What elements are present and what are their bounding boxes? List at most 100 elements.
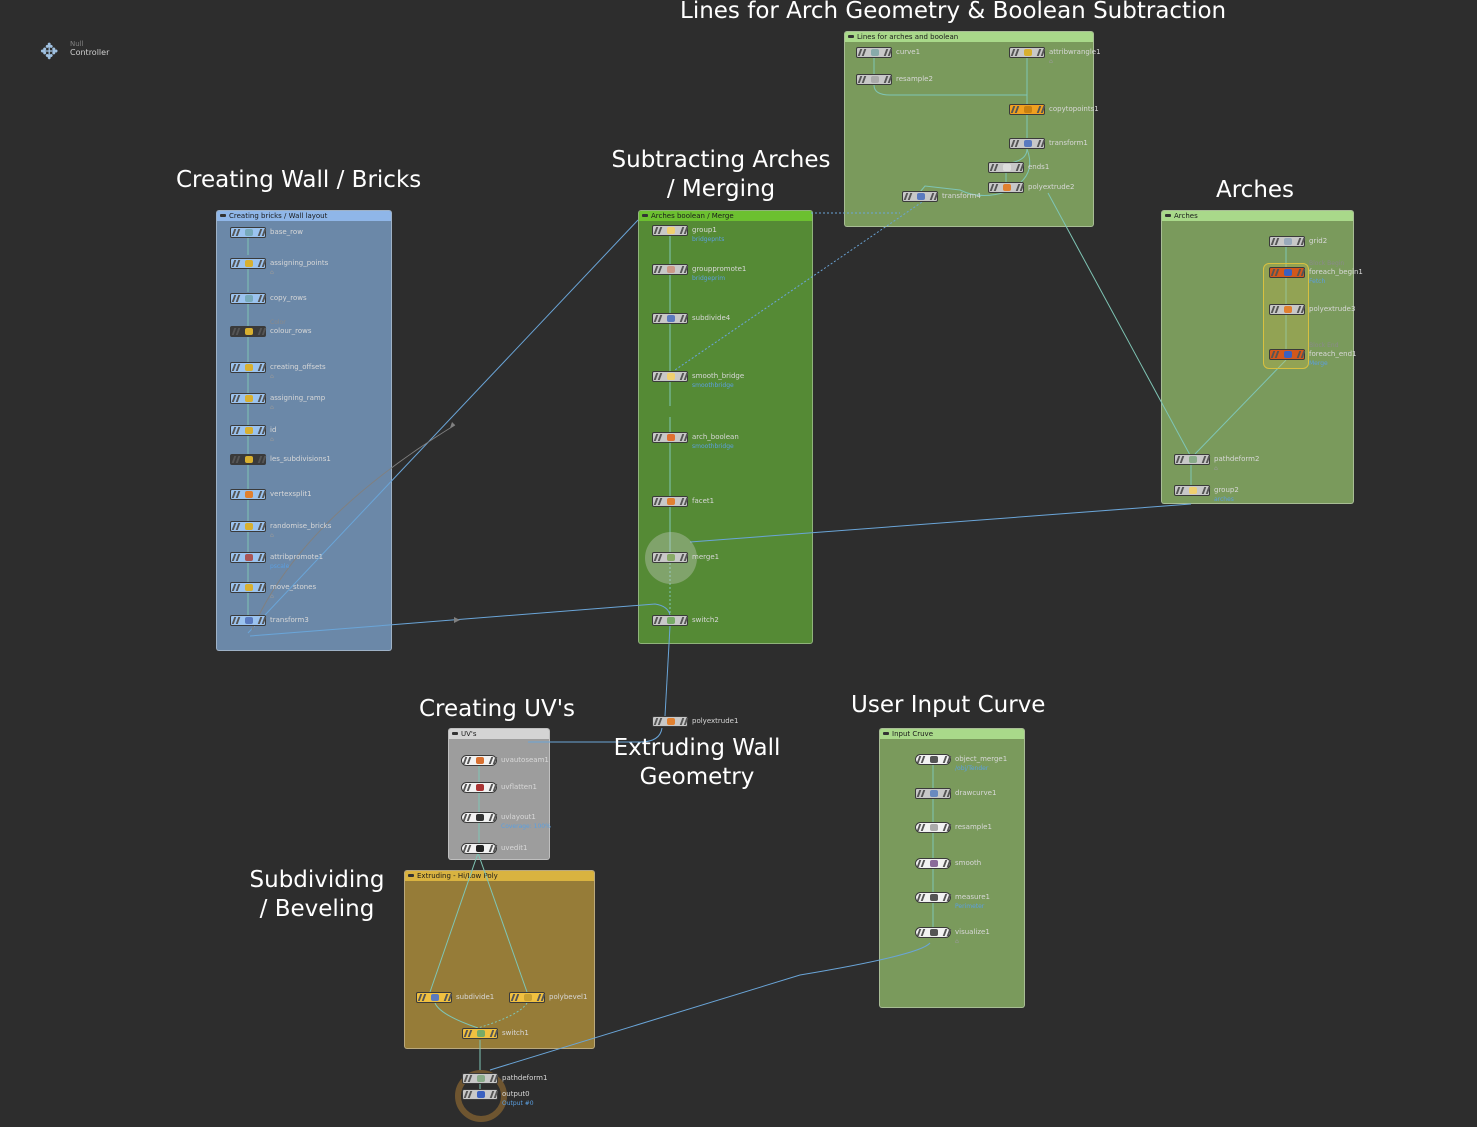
- node-body[interactable]: [461, 755, 498, 766]
- node-body[interactable]: [915, 788, 952, 799]
- node-flag-stripe[interactable]: [540, 994, 546, 1001]
- node-flag-stripe[interactable]: [235, 328, 241, 335]
- node-flag-stripe[interactable]: [1179, 456, 1185, 463]
- node-flag-stripe[interactable]: [1205, 456, 1211, 463]
- node-info-icon[interactable]: ⌂: [1214, 465, 1218, 472]
- node-body[interactable]: [915, 822, 952, 833]
- node-flag-stripe[interactable]: [235, 229, 241, 236]
- sticky-arches[interactable]: Arches: [1216, 176, 1294, 205]
- sticky-creating-wall[interactable]: Creating Wall / Bricks: [176, 166, 421, 195]
- network-box-input[interactable]: Input Cruve: [879, 728, 1025, 1008]
- node-body[interactable]: [652, 264, 689, 275]
- node-body[interactable]: [902, 191, 939, 202]
- node-flag-stripe[interactable]: [887, 49, 893, 56]
- node-info-icon[interactable]: ⌂: [1049, 58, 1053, 65]
- node-flag-stripe[interactable]: [1040, 49, 1046, 56]
- node-flag-stripe[interactable]: [907, 193, 913, 200]
- node-body[interactable]: [1269, 236, 1306, 247]
- node-flag-stripe[interactable]: [261, 295, 267, 302]
- node-body[interactable]: [1269, 304, 1306, 315]
- node-flag-stripe[interactable]: [657, 373, 663, 380]
- node-flag-stripe[interactable]: [1019, 184, 1025, 191]
- network-box-header[interactable]: Extruding - Hi/Low Poly: [405, 871, 594, 881]
- node-body[interactable]: [652, 496, 689, 507]
- node-flag-stripe[interactable]: [920, 929, 926, 936]
- node-flag-stripe[interactable]: [261, 260, 267, 267]
- node-flag-stripe[interactable]: [1300, 238, 1306, 245]
- node-body[interactable]: [1009, 47, 1046, 58]
- node-flag-stripe[interactable]: [683, 554, 689, 561]
- node-info-icon[interactable]: ⌂: [270, 593, 274, 600]
- node-flag-stripe[interactable]: [261, 456, 267, 463]
- node-flag-stripe[interactable]: [235, 427, 241, 434]
- node-flag-stripe[interactable]: [993, 184, 999, 191]
- node-flag-stripe[interactable]: [657, 498, 663, 505]
- node-body[interactable]: [230, 582, 267, 593]
- collapse-icon[interactable]: [883, 732, 889, 735]
- node-flag-stripe[interactable]: [235, 456, 241, 463]
- node-flag-stripe[interactable]: [657, 617, 663, 624]
- node-flag-stripe[interactable]: [657, 554, 663, 561]
- sticky-subtracting[interactable]: Subtracting Arches / Merging: [600, 146, 842, 204]
- network-box-header[interactable]: Arches boolean / Merge: [639, 211, 812, 221]
- node-body[interactable]: [1174, 454, 1211, 465]
- node-body[interactable]: [461, 843, 498, 854]
- node-flag-stripe[interactable]: [657, 434, 663, 441]
- node-flag-stripe[interactable]: [467, 1030, 473, 1037]
- node-flag-stripe[interactable]: [1274, 269, 1280, 276]
- network-box-extruding[interactable]: Extruding - Hi/Low Poly: [404, 870, 595, 1049]
- collapse-icon[interactable]: [408, 874, 414, 877]
- node-body[interactable]: [652, 313, 689, 324]
- node-flag-stripe[interactable]: [683, 617, 689, 624]
- network-box-header[interactable]: Creating bricks / Wall layout: [217, 211, 391, 221]
- node-flag-stripe[interactable]: [861, 76, 867, 83]
- node-info-icon[interactable]: ⌂: [955, 938, 959, 945]
- node-flag-stripe[interactable]: [261, 427, 267, 434]
- node-flag-stripe[interactable]: [1274, 351, 1280, 358]
- node-flag-stripe[interactable]: [683, 373, 689, 380]
- node-flag-stripe[interactable]: [683, 718, 689, 725]
- node-body[interactable]: [652, 615, 689, 626]
- node-flag-stripe[interactable]: [466, 814, 472, 821]
- node-flag-stripe[interactable]: [467, 1075, 473, 1082]
- node-info-icon[interactable]: ⌂: [270, 436, 274, 443]
- node-flag-stripe[interactable]: [993, 164, 999, 171]
- node-flag-stripe[interactable]: [261, 364, 267, 371]
- node-flag-stripe[interactable]: [683, 498, 689, 505]
- sticky-creating-uvs[interactable]: Creating UV's: [419, 695, 575, 724]
- node-flag-stripe[interactable]: [235, 364, 241, 371]
- node-body[interactable]: [1174, 485, 1211, 496]
- node-flag-stripe[interactable]: [920, 824, 926, 831]
- node-body[interactable]: [230, 227, 267, 238]
- node-info-icon[interactable]: ⌂: [270, 532, 274, 539]
- node-flag-stripe[interactable]: [1179, 487, 1185, 494]
- node-body[interactable]: [856, 74, 893, 85]
- node-body[interactable]: [652, 371, 689, 382]
- sticky-user-input[interactable]: User Input Curve: [851, 691, 1045, 720]
- node-flag-stripe[interactable]: [1274, 306, 1280, 313]
- node-body[interactable]: [1009, 104, 1046, 115]
- node-info-icon[interactable]: ⌂: [270, 404, 274, 411]
- node-body[interactable]: [1009, 138, 1046, 149]
- node-body[interactable]: [230, 552, 267, 563]
- network-box-uvs[interactable]: UV's: [448, 728, 550, 860]
- network-box-header[interactable]: Lines for arches and boolean: [845, 32, 1093, 42]
- node-flag-stripe[interactable]: [1014, 49, 1020, 56]
- node-flag-stripe[interactable]: [261, 395, 267, 402]
- network-box-header[interactable]: Arches: [1162, 211, 1353, 221]
- node-flag-stripe[interactable]: [235, 523, 241, 530]
- node-flag-stripe[interactable]: [920, 790, 926, 797]
- node-body[interactable]: [856, 47, 893, 58]
- node-body[interactable]: [652, 225, 689, 236]
- node-body[interactable]: [230, 362, 267, 373]
- node-flag-stripe[interactable]: [1014, 140, 1020, 147]
- collapse-icon[interactable]: [452, 732, 458, 735]
- node-flag-stripe[interactable]: [467, 1091, 473, 1098]
- node-body[interactable]: [1269, 349, 1306, 360]
- node-body[interactable]: [230, 489, 267, 500]
- node-flag-stripe[interactable]: [235, 584, 241, 591]
- node-flag-stripe[interactable]: [493, 1030, 499, 1037]
- node-flag-stripe[interactable]: [261, 491, 267, 498]
- node-flag-stripe[interactable]: [946, 790, 952, 797]
- node-flag-stripe[interactable]: [235, 554, 241, 561]
